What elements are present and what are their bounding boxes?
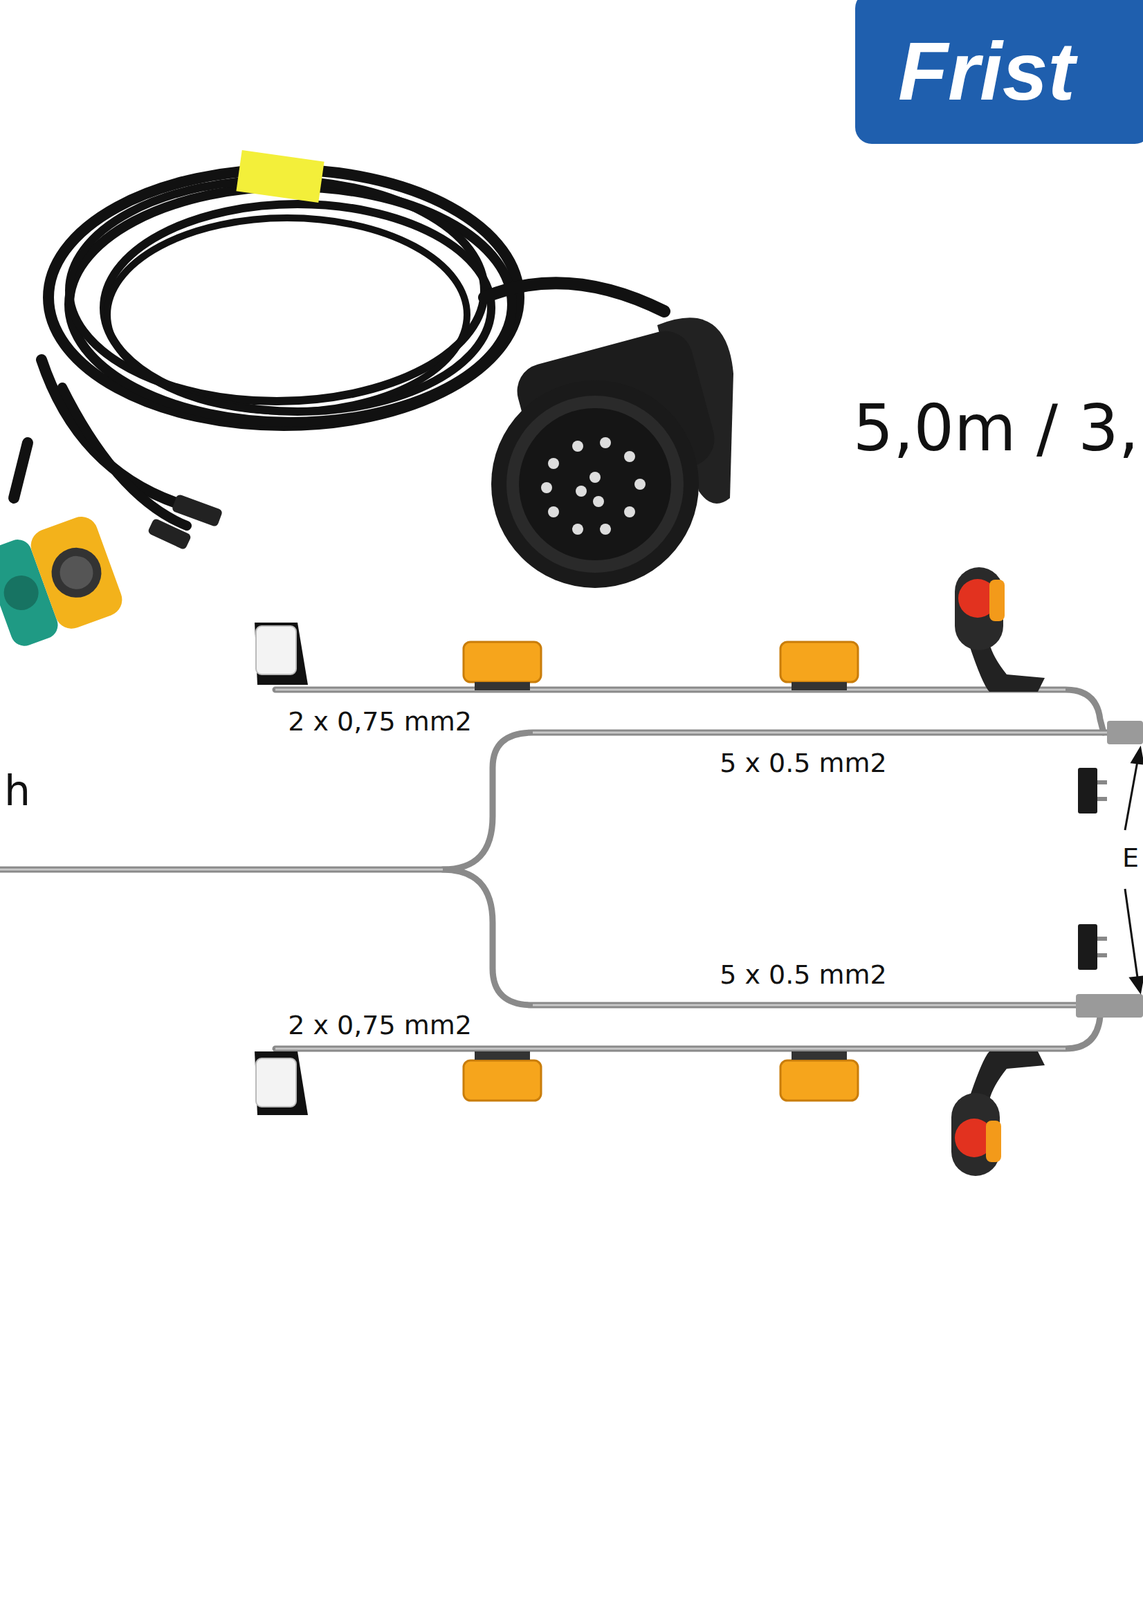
wire-spec: 2 x 0,75 mm2: [286, 708, 474, 735]
cropped-label: E: [1120, 844, 1141, 872]
wire-spec: 5 x 0.5 mm2: [718, 961, 889, 989]
logo-box: Frist: [855, 0, 1143, 144]
brand-name: Frist: [898, 30, 1076, 113]
wire-spec: 5 x 0.5 mm2: [718, 750, 889, 777]
length-dimension: 5,0m / 3,: [851, 397, 1141, 461]
cropped-label: h: [2, 770, 32, 812]
wire-spec: 2 x 0,75 mm2: [286, 1012, 474, 1039]
